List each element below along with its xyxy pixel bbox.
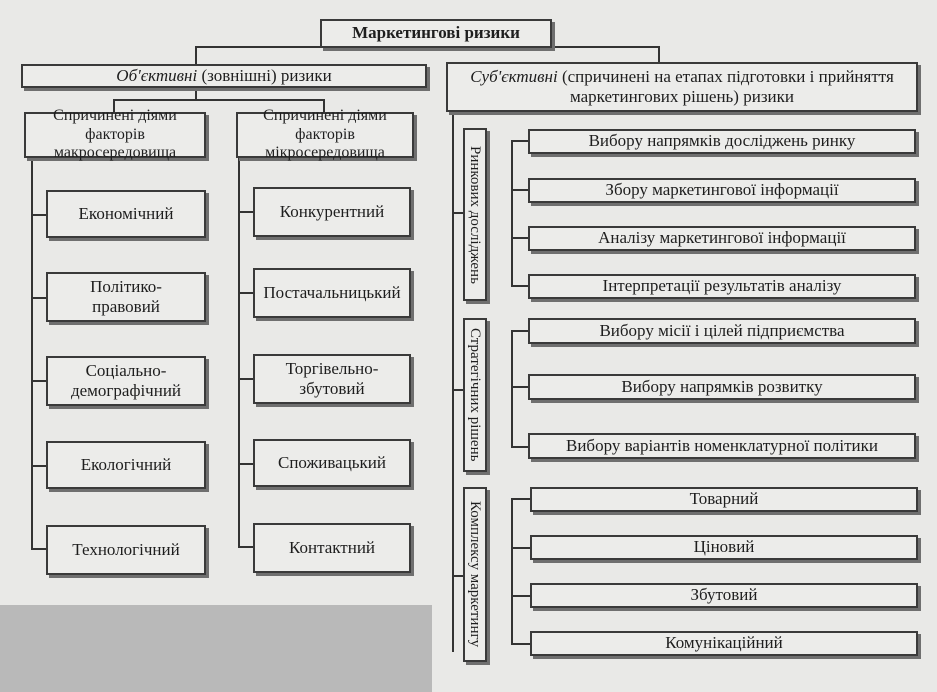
connector — [511, 595, 531, 597]
connector — [658, 46, 660, 64]
strategy-item: Вибору напрямків розвитку — [528, 374, 916, 400]
diagram-title: Маркетингові ризики — [352, 23, 520, 43]
marketing-mix-item: Ціновий — [530, 535, 918, 560]
connector — [113, 99, 325, 101]
micro-item: Постачальницький — [253, 268, 411, 318]
research-item: Аналізу маркетингової інформації — [528, 226, 916, 251]
marketing-mix-item: Збутовий — [530, 583, 918, 608]
connector — [452, 112, 454, 652]
title-box: Маркетингові ризики — [320, 19, 552, 48]
subjective-header: Суб'єктивні (спричинені на етапах підгот… — [446, 62, 918, 112]
connector — [511, 446, 529, 448]
connector — [113, 99, 115, 113]
macro-header: Спричинені діями факторів макросередовищ… — [24, 107, 206, 161]
micro-header: Спричинені діями факторів мікросередовищ… — [236, 107, 414, 161]
subjective-header-text: Суб'єктивні (спричинені на етапах підгот… — [470, 66, 894, 106]
connector — [238, 211, 254, 213]
micro-item: Торгівельно-збутовий — [253, 354, 411, 404]
strategy-item: Вибору варіантів номенклатурної політики — [528, 433, 916, 459]
connector — [452, 389, 464, 391]
connector — [511, 547, 531, 549]
connector — [511, 285, 529, 287]
connector — [511, 330, 513, 448]
connector — [511, 140, 529, 142]
macro-item: Політико-правовий — [46, 272, 206, 322]
connector — [195, 46, 197, 66]
connector — [452, 575, 464, 577]
marketing-mix-item: Товарний — [530, 487, 918, 512]
research-item: Інтерпретації результатів аналізу — [528, 274, 916, 299]
connector — [511, 330, 529, 332]
connector — [452, 212, 464, 214]
connector — [511, 498, 513, 645]
connector — [238, 378, 254, 380]
connector — [511, 237, 529, 239]
micro-item: Споживацький — [253, 439, 411, 487]
marketing-mix-item: Комунікаційний — [530, 631, 918, 656]
connector — [238, 463, 254, 465]
group-label-marketing-mix: Комплексу маркетингу — [463, 487, 487, 662]
macro-item: Екологічний — [46, 441, 206, 489]
connector — [238, 546, 254, 548]
connector — [31, 380, 47, 382]
connector — [31, 214, 47, 216]
connector — [31, 157, 33, 549]
connector — [238, 157, 240, 547]
connector — [511, 140, 513, 287]
connector — [238, 292, 254, 294]
connector — [511, 189, 529, 191]
connector — [31, 297, 47, 299]
objective-header: Об'єктивні (зовнішні) ризики — [21, 64, 427, 88]
paper-right — [432, 0, 937, 692]
macro-item: Технологічний — [46, 525, 206, 575]
micro-item: Контактний — [253, 523, 411, 573]
objective-header-text: Об'єктивні (зовнішні) ризики — [116, 65, 332, 85]
strategy-item: Вибору місії і цілей підприємства — [528, 318, 916, 344]
connector — [31, 465, 47, 467]
group-label-market-research: Ринкових досліджень — [463, 128, 487, 301]
macro-item: Економічний — [46, 190, 206, 238]
connector — [323, 99, 325, 113]
connector — [195, 86, 197, 100]
connector — [31, 548, 47, 550]
group-label-strategic-decisions: Стратегічних рішень — [463, 318, 487, 472]
macro-item: Соціально-демографічний — [46, 356, 206, 406]
connector — [511, 386, 529, 388]
connector — [511, 643, 531, 645]
research-item: Збору маркетингової інформації — [528, 178, 916, 203]
micro-item: Конкурентний — [253, 187, 411, 237]
connector — [511, 498, 531, 500]
research-item: Вибору напрямків досліджень ринку — [528, 129, 916, 154]
